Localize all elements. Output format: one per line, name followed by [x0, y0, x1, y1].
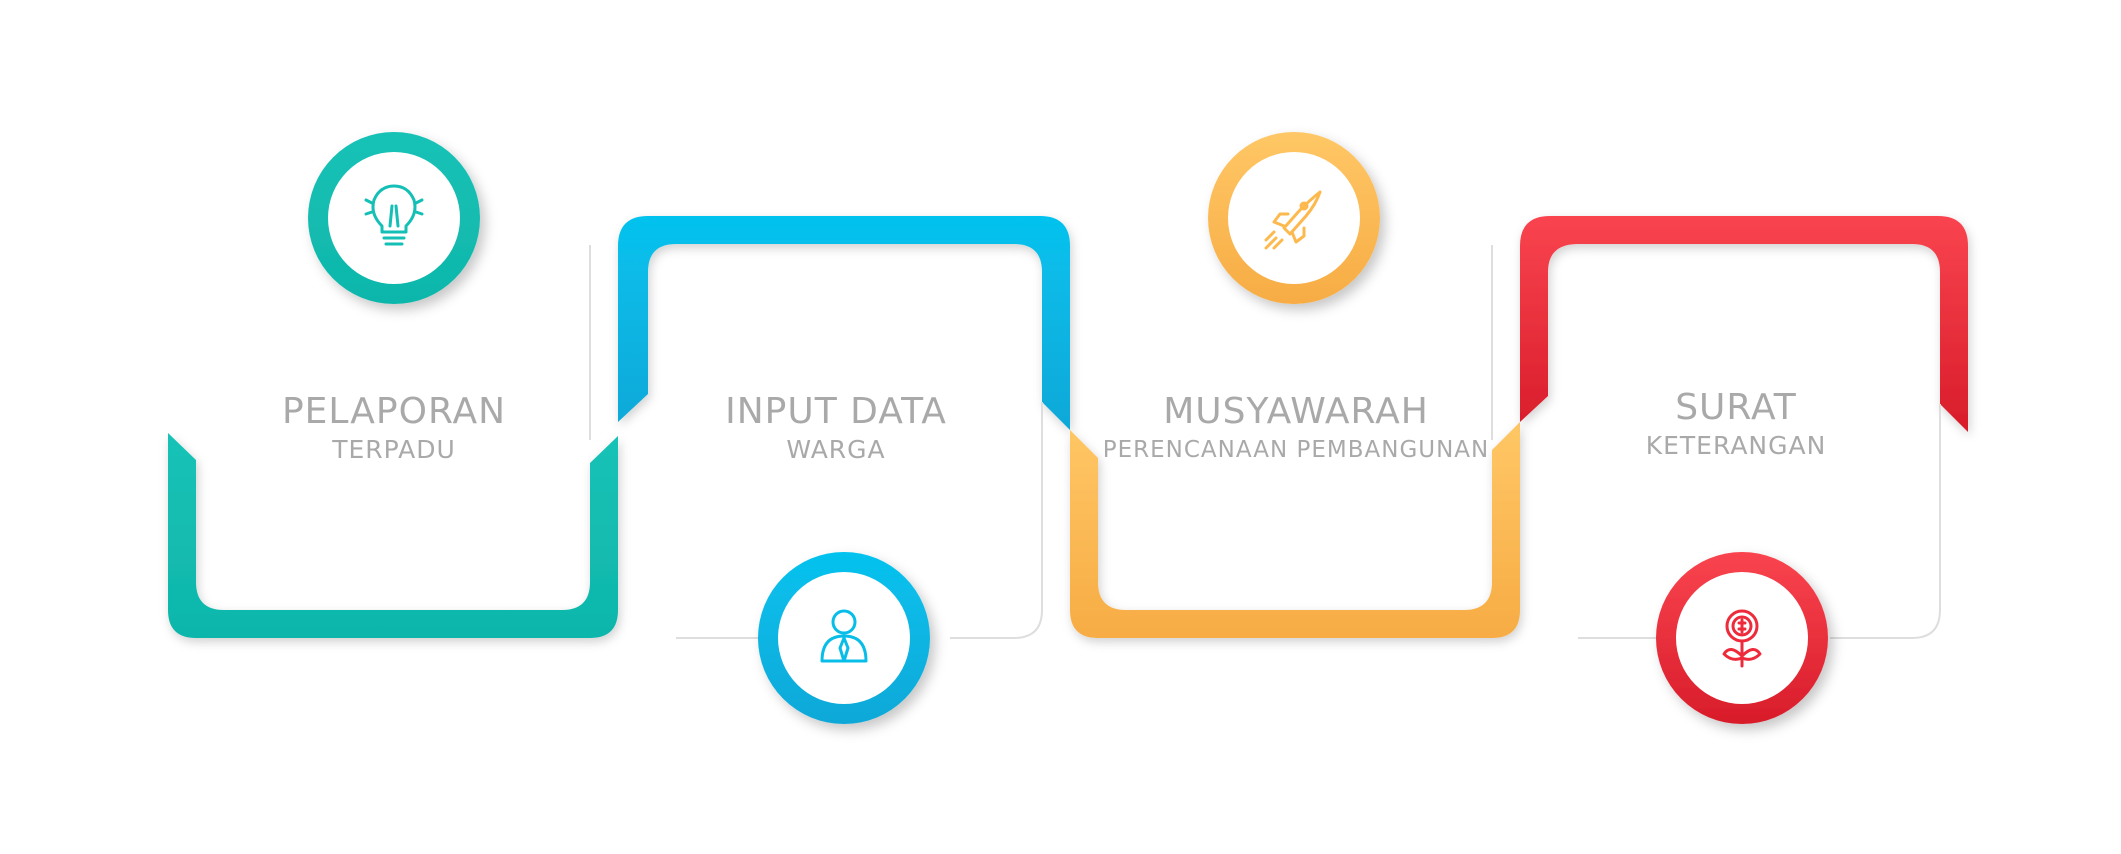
step-4-badge [1656, 552, 1828, 724]
person-icon [820, 609, 868, 663]
step-1-bracket [168, 433, 618, 638]
step-1-label: PELAPORAN TERPADU [244, 390, 544, 466]
money-plant-icon [1722, 609, 1762, 668]
step-2-label: INPUT DATA WARGA [686, 390, 986, 466]
step-4-label: SURAT KETERANGAN [1586, 386, 1886, 462]
rocket-icon [1264, 190, 1322, 250]
step-2-subtitle: WARGA [786, 435, 886, 464]
lightbulb-icon [364, 184, 424, 246]
step-3-subtitle: PERENCANAAN PEMBANGUNAN [1102, 437, 1490, 463]
step-1-badge [308, 132, 480, 304]
step-3-bracket [1070, 422, 1520, 638]
step-4-bracket [1520, 216, 1968, 432]
step-1-subtitle: TERPADU [332, 435, 456, 464]
step-1-title: PELAPORAN [281, 391, 507, 432]
step-2-title: INPUT DATA [725, 391, 947, 432]
step-3-title: MUSYAWARAH [1163, 391, 1429, 432]
step-3-badge [1208, 132, 1380, 304]
step-2-bracket [618, 216, 1070, 430]
step-3-label: MUSYAWARAH PERENCANAAN PEMBANGUNAN [1096, 390, 1496, 466]
step-4-title: SURAT [1675, 387, 1797, 428]
step-2-badge [758, 552, 930, 724]
step-4-subtitle: KETERANGAN [1645, 431, 1827, 460]
